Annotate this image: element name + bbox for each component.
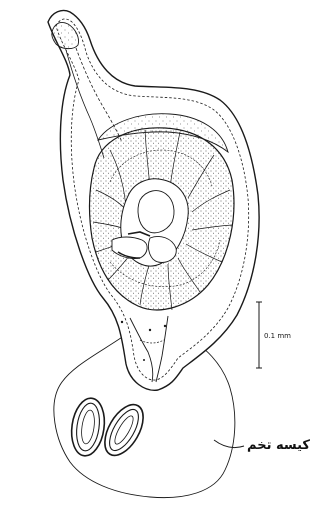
egg-sac-pointer [214, 440, 244, 448]
egg-left [68, 396, 108, 458]
scale-bar [256, 302, 262, 368]
egg-right [97, 398, 151, 461]
egg-sac-label: کیسه تخم [247, 438, 310, 453]
scale-bar-label: 0.1 mm [264, 332, 291, 340]
